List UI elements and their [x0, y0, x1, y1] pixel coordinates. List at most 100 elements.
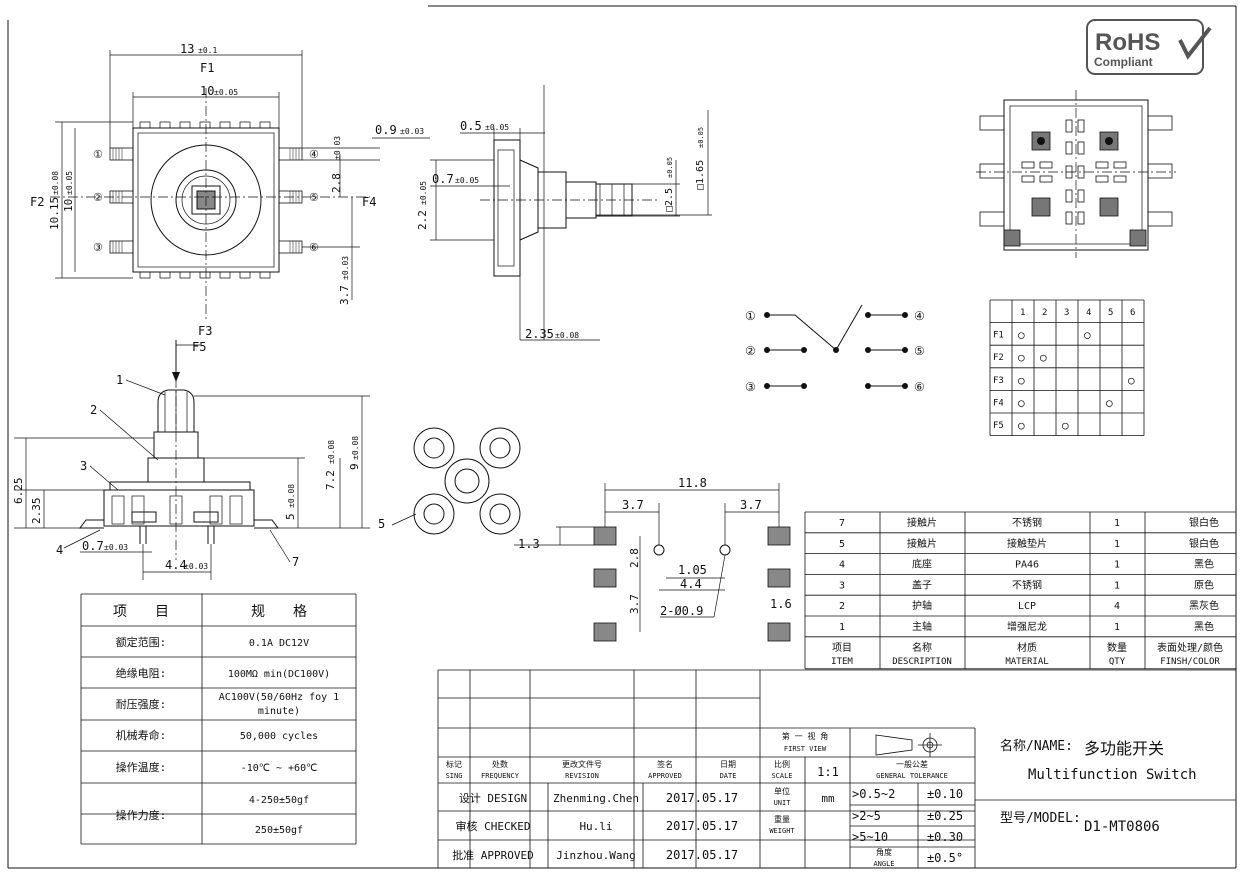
spec-table: 项 目规 格额定范围:0.1A DC12V绝缘电阻:100MΩ min(DC10… — [80, 593, 357, 845]
bom-cell: 1 — [1114, 560, 1120, 571]
bom-cell: 4 — [839, 560, 845, 571]
rev-header-en: SING — [446, 772, 463, 780]
name-label: 名称/NAME: — [1000, 738, 1073, 754]
part-label-1: 1 — [116, 373, 123, 387]
dim-inner-width-tol: ±0.05 — [214, 88, 238, 97]
check-icon — [1178, 26, 1212, 60]
pcb-dim-b: 3.7 — [740, 498, 762, 512]
sign-date: 2017.05.17 — [666, 819, 738, 833]
truth-mark: ○ — [1062, 419, 1069, 432]
dim-top-tol: ±0.05 — [485, 123, 509, 132]
pcb-dim-width: 11.8 — [678, 476, 707, 490]
bom-cell: 1 — [1114, 539, 1120, 550]
dim-pin: 0.7 — [82, 539, 104, 553]
bom-cell: 4 — [1114, 601, 1120, 612]
pin-label-5: ⑤ — [309, 191, 319, 204]
bom-cell: 接触片 — [907, 516, 937, 529]
dim-top: 0.5 — [460, 119, 482, 133]
dim-pitch-tol: ±0.03 — [333, 136, 342, 160]
truth-mark: ○ — [1018, 351, 1025, 364]
dim-mid-tol: ±0.05 — [455, 176, 479, 185]
spec-value: 50,000 cycles — [240, 731, 318, 742]
tol-value: ±0.30 — [927, 830, 963, 844]
circuit-pin-1: ① — [745, 309, 756, 323]
rev-header-cn: 签名 — [657, 759, 673, 769]
spec-value: -10℃ ~ +60℃ — [241, 763, 318, 774]
truth-mark: ○ — [1018, 374, 1025, 387]
dim-height: 10.15 — [48, 197, 61, 230]
bom-header-cn: 表面处理/颜色 — [1157, 641, 1223, 654]
bom-cell: 盖子 — [912, 578, 932, 591]
circuit-pin-3: ③ — [745, 380, 756, 394]
rev-header-cn: 比例 — [774, 759, 790, 769]
tol-value: ±0.10 — [927, 787, 963, 801]
pcb-hole-label: 2-Ø0.9 — [660, 604, 703, 618]
bom-cell: 黑色 — [1194, 558, 1214, 571]
bom-header-en: FINSH/COLOR — [1160, 657, 1220, 667]
dim-h5: 5 — [284, 513, 297, 520]
dim-inner-height-tol: ±0.05 — [65, 171, 74, 195]
bom-cell: 增强尼龙 — [1007, 620, 1047, 633]
sign-name: Zhenming.Chen — [553, 792, 639, 805]
dim-shaft: □2.5 — [664, 188, 675, 212]
circuit-pin-4: ④ — [914, 309, 925, 323]
name-cn: 多功能开关 — [1084, 739, 1164, 758]
rev-header-en: APPROVED — [648, 772, 682, 780]
bom-header-en: QTY — [1109, 657, 1126, 667]
spec-label: 操作力度: — [116, 808, 167, 822]
truth-col-header: 4 — [1086, 308, 1091, 318]
side-view: 0.5 ±0.05 0.7 ±0.05 2.2 ±0.05 □2.5 ±0.05… — [416, 85, 712, 341]
spec-value: AC100V(50/60Hz foy 1 — [219, 692, 339, 703]
circuit-diagram: ① ② ③ ④ ⑤ ⑥ — [745, 304, 925, 394]
angle-en: ANGLE — [873, 860, 894, 868]
sign-date: 2017.05.17 — [666, 848, 738, 862]
bom-cell: 1 — [1114, 622, 1120, 633]
model-value: D1-MT0806 — [1084, 819, 1160, 835]
truth-col-header: 6 — [1130, 308, 1135, 318]
angle-cn: 角度 — [876, 847, 892, 857]
tol-value: ±0.5° — [927, 851, 963, 865]
bom-cell: 1 — [1114, 518, 1120, 529]
top-view: 13 ±0.1 F1 10 ±0.05 10.15 ±0.08 10 ±0.05… — [30, 42, 430, 338]
bom-cell: 银白色 — [1189, 537, 1219, 550]
truth-mark: ○ — [1018, 419, 1025, 432]
spec-value: 4-250±50gf — [249, 795, 309, 806]
title-block: 标记SING处数FREQUENCY更改文件号REVISION签名APPROVED… — [437, 669, 1236, 868]
dim-pin-width-tol: ±0.03 — [400, 127, 424, 136]
bom-cell: 3 — [839, 580, 845, 591]
dim-pitch: 2.8 — [330, 173, 343, 193]
bom-header-en: MATERIAL — [1005, 657, 1048, 667]
rev-header-en: DATE — [720, 772, 737, 780]
part-label-3: 3 — [80, 459, 87, 473]
dim-h4: 9 — [348, 463, 361, 470]
dim-inner-height: 10 — [62, 199, 75, 212]
truth-mark: ○ — [1106, 396, 1113, 409]
bom-cell: 黑色 — [1194, 620, 1214, 633]
truth-mark: ○ — [1084, 329, 1091, 342]
bom-header-en: ITEM — [831, 657, 853, 667]
dim-tip: □1.65 — [695, 160, 706, 190]
truth-row-label: F2 — [993, 353, 1004, 363]
pcb-dim-g: 3.7 — [628, 594, 641, 614]
pcb-layout: 11.8 3.7 3.7 1.3 2.8 1.05 4.4 3.7 2-Ø0.9… — [514, 476, 792, 642]
dim-tip-tol: ±0.05 — [697, 127, 705, 148]
sign-date: 2017.05.17 — [666, 791, 738, 805]
bom-cell: 2 — [839, 601, 845, 612]
rev-header-en: SCALE — [771, 772, 792, 780]
truth-mark: ○ — [1040, 351, 1047, 364]
tol-range: >0.5~2 — [852, 787, 895, 801]
pcb-pad-label: 1.6 — [770, 597, 792, 611]
spec-value: 0.1A DC12V — [249, 638, 309, 649]
pin-label-1: ① — [93, 148, 103, 161]
truth-row-label: F5 — [993, 421, 1004, 431]
dim-pin-pitch: 4.4 — [165, 558, 187, 572]
bom-header-cn: 名称 — [912, 641, 932, 654]
dim-inner-width: 10 — [200, 84, 214, 98]
truth-col-header: 5 — [1108, 308, 1113, 318]
name-en: Multifunction Switch — [1028, 767, 1197, 783]
unit-value: mm — [821, 792, 835, 805]
face-f4: F4 — [362, 195, 376, 209]
face-f2: F2 — [30, 195, 44, 209]
